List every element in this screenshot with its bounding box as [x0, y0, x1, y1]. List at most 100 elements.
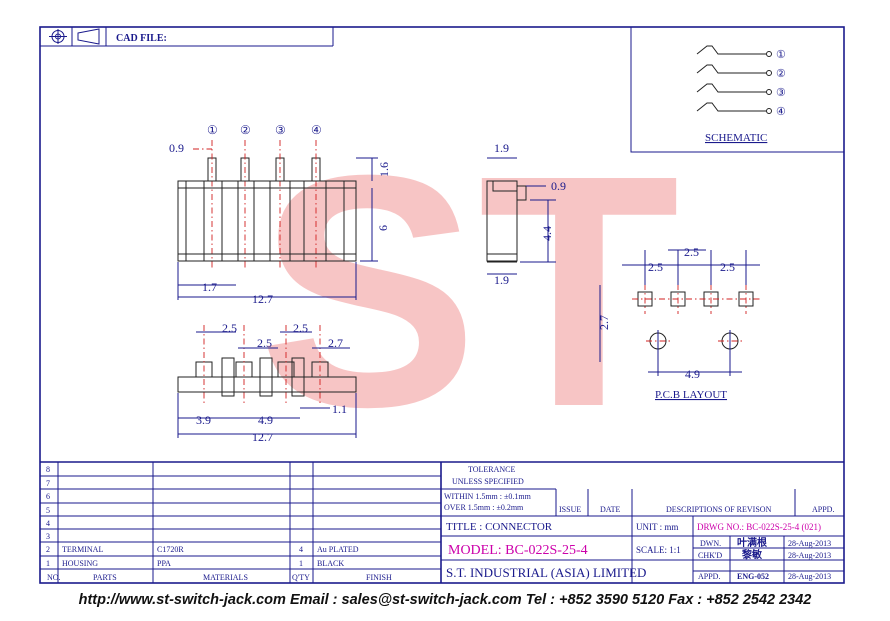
revision-label: DESCRIPTIONS OF REVISON — [666, 505, 772, 514]
watermark-text: ST — [258, 106, 680, 475]
chkd-label: CHK'D — [698, 551, 722, 560]
row-number: 6 — [46, 492, 50, 501]
dim-pcb-vertical: 2.7 — [597, 315, 611, 330]
tolerance-line1: WITHIN 1.5mm : ±0.1mm — [444, 492, 532, 501]
dim-pcb-right: 2.5 — [720, 260, 735, 274]
row-number: 1 — [46, 559, 50, 568]
tolerance-line2: OVER 1.5mm : ±0.2mm — [444, 503, 524, 512]
dim-front-height-top: 1.6 — [377, 162, 391, 177]
cad-file-header: CAD FILE: — [40, 27, 334, 47]
hdr-parts: PARTS — [93, 573, 117, 582]
dwn-label: DWN. — [700, 539, 721, 548]
schematic-terminal-dot — [766, 89, 772, 95]
dim-bottom-d: 2.7 — [328, 336, 343, 350]
chkd-name: 黎敏 — [742, 548, 762, 561]
dim-side-height: 4.4 — [540, 226, 554, 241]
row-number: 5 — [46, 506, 50, 515]
dwn-date: 28-Aug-2013 — [788, 539, 831, 548]
row-number: 7 — [46, 479, 50, 488]
dim-front-pitch: 1.7 — [202, 280, 217, 294]
dim-bottom-g: 1.1 — [332, 402, 347, 416]
dim-front-height-body: 6 — [376, 225, 390, 231]
row-number: 8 — [46, 465, 50, 474]
dim-bottom-b: 2.5 — [293, 321, 308, 335]
pcb-layout: 2.5 2.5 2.5 2.7 4.9 P.C.B LAYOUT — [597, 245, 760, 401]
dim-front-width: 12.7 — [252, 292, 273, 306]
unit-label: UNIT : mm — [636, 522, 678, 532]
row-number: 4 — [46, 519, 50, 528]
hdr-no: NO. — [47, 573, 61, 582]
hdr-finish: FINISH — [366, 573, 392, 582]
appd-label2: APPD. — [698, 572, 720, 581]
bottom-terminal — [259, 357, 273, 397]
schematic-contact-line — [696, 64, 766, 74]
parts-cell: Au PLATED — [317, 545, 359, 554]
front-pin-label: ① — [207, 123, 218, 137]
dim-bottom-width: 12.7 — [252, 430, 273, 444]
bottom-terminal — [221, 357, 235, 397]
dim-pcb-top-mid: 2.5 — [684, 245, 699, 259]
bottom-view: 2.5 2.5 2.5 2.7 3.9 4.9 1.1 12.7 — [177, 321, 357, 444]
chkd-date: 28-Aug-2013 — [788, 551, 831, 560]
parts-cell: BLACK — [317, 559, 344, 568]
pcb-square-pad — [738, 291, 754, 307]
date-label: DATE — [600, 505, 621, 514]
scale-label: SCALE: 1:1 — [636, 545, 681, 555]
tolerance-title: TOLERANCE — [468, 465, 516, 474]
schematic-terminal-dot — [766, 51, 772, 57]
parts-cell: C1720R — [157, 545, 184, 554]
schematic-pin-label: ① — [776, 49, 786, 61]
st-watermark: ST — [258, 106, 680, 475]
model-label: MODEL: BC-022S-25-4 — [448, 543, 588, 558]
schematic-contact-line — [696, 102, 766, 112]
dim-side-bottom: 1.9 — [494, 273, 509, 287]
bottom-terminal — [291, 357, 305, 397]
parts-cell: 4 — [299, 545, 303, 554]
dwn-name: 叶满根 — [737, 536, 767, 549]
front-pin-label: ③ — [275, 123, 286, 137]
appd-name: ENG-052 — [737, 572, 769, 581]
dim-pcb-left: 2.5 — [648, 260, 663, 274]
appd-date: 28-Aug-2013 — [788, 572, 831, 581]
title-label: TITLE : CONNECTOR — [446, 521, 553, 533]
title-block: 8 7 6 5 4 3 2 1 TERMINAL C1720R 4 Au PLATED HOUSING… — [40, 461, 844, 583]
schematic-terminal-dot — [766, 108, 772, 114]
schematic-title: SCHEMATIC — [705, 132, 767, 144]
row-number: 2 — [46, 545, 50, 554]
dim-front-left: 0.9 — [169, 141, 184, 155]
hdr-qty: Q'TY — [292, 573, 310, 582]
parts-cell: HOUSING — [62, 559, 98, 568]
sheet-border — [39, 26, 845, 584]
dim-side-right: 0.9 — [551, 179, 566, 193]
cad-file-label: CAD FILE: — [116, 33, 167, 44]
front-pin-label: ④ — [311, 123, 322, 137]
issue-label: ISSUE — [559, 505, 581, 514]
drwg-no: DRWG NO.: BC-022S-25-4 (021) — [697, 522, 821, 532]
parts-cell: TERMINAL — [62, 545, 103, 554]
schematic-contact-line — [696, 83, 766, 93]
parts-cell: 1 — [299, 559, 303, 568]
front-view: ① ② ③ ④ 0.9 1.6 6 1.7 12.7 — [169, 123, 391, 306]
schematic-panel: ① ② ③ ④ SCHEMATIC — [630, 26, 845, 153]
contact-footer: http://www.st-switch-jack.com Email : sa… — [78, 592, 812, 608]
schematic-pin-label: ③ — [776, 87, 786, 99]
schematic-pin-label: ② — [776, 68, 786, 80]
schematic-contact-line — [696, 45, 766, 55]
row-number: 3 — [46, 532, 50, 541]
side-view: 1.9 0.9 4.4 1.9 — [486, 141, 566, 287]
dim-bottom-f: 4.9 — [258, 413, 273, 427]
pcb-layout-title: P.C.B LAYOUT — [655, 389, 727, 401]
schematic-pin-label: ④ — [776, 106, 786, 118]
dim-bottom-e: 3.9 — [196, 413, 211, 427]
dim-side-top: 1.9 — [494, 141, 509, 155]
dim-bottom-a: 2.5 — [222, 321, 237, 335]
front-pin-label: ② — [240, 123, 251, 137]
company-name: S.T. INDUSTRIAL (ASIA) LIMITED — [446, 565, 646, 580]
dim-bottom-c: 2.5 — [257, 336, 272, 350]
appd-label: APPD. — [812, 505, 834, 514]
schematic-terminal-dot — [766, 70, 772, 76]
tolerance-subtitle: UNLESS SPECIFIED — [452, 477, 524, 486]
first-angle-projection-icon — [49, 28, 100, 45]
hdr-materials: MATERIALS — [203, 573, 248, 582]
